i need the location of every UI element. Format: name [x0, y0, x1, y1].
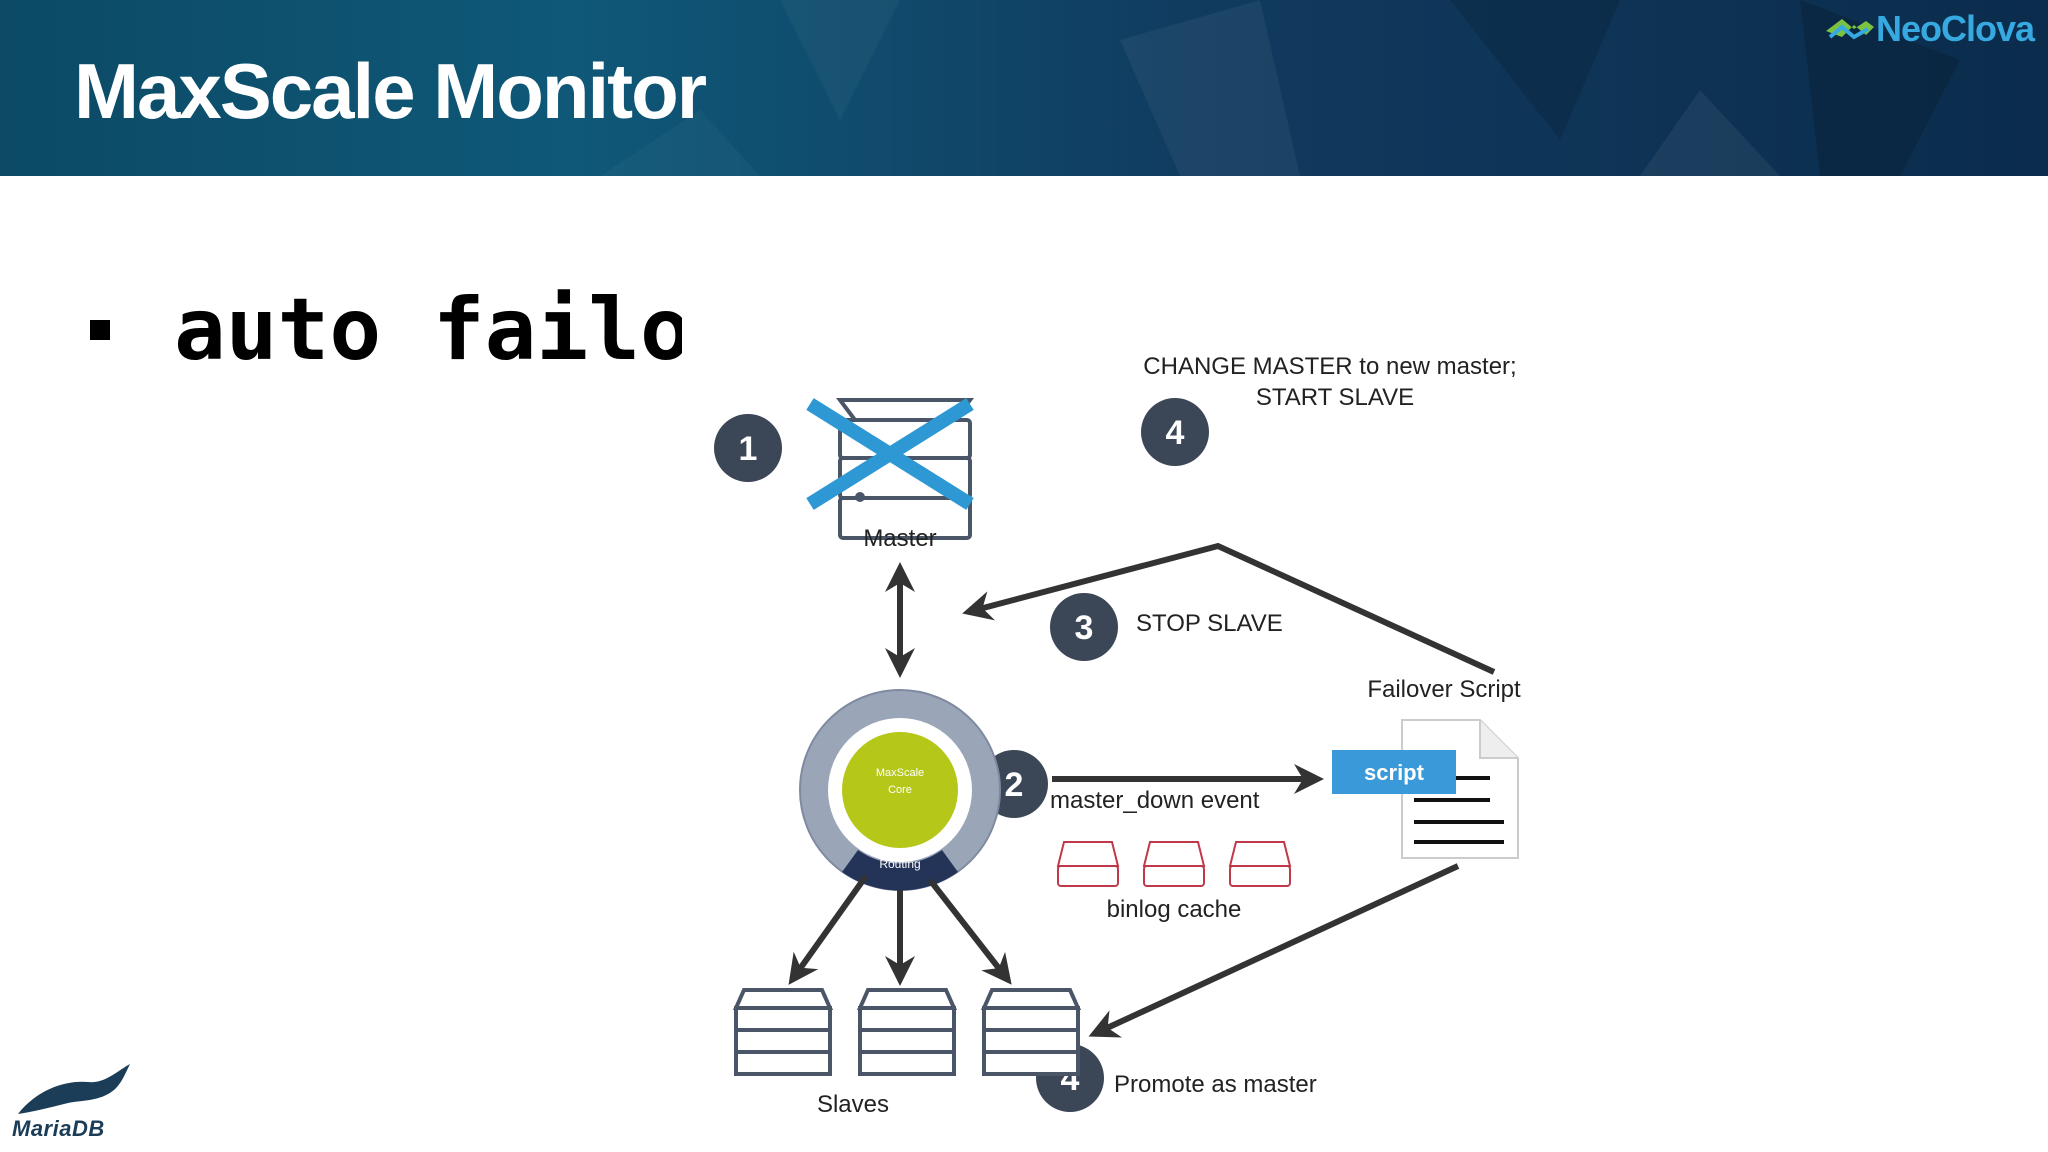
- slave-server-icon: [856, 988, 958, 1076]
- step-3-number: 3: [1075, 609, 1094, 647]
- promote-as-master-label: Promote as master: [1114, 1071, 1317, 1098]
- mariadb-logo: MariaDB: [8, 1058, 138, 1141]
- script-tag: script: [1332, 750, 1456, 794]
- maxscale-ring: MaxScale Core Routing: [799, 689, 1001, 891]
- neoclova-logo: NeoClova: [1824, 8, 2035, 50]
- mariadb-seal-icon: [18, 1064, 130, 1114]
- master-down-event-label: master_down event: [1050, 787, 1260, 814]
- promote-arrow: [1088, 863, 1460, 1038]
- slide-title: MaxScale Monitor: [74, 47, 707, 135]
- binlog-server-icon: [1228, 841, 1292, 887]
- failover-script-label: Failover Script: [1367, 676, 1521, 703]
- step-4-top-badge: 4: [1141, 398, 1209, 466]
- step-2-number: 2: [1005, 766, 1024, 804]
- binlog-cache-label: binlog cache: [1107, 896, 1242, 923]
- neoclova-logo-text: NeoClova: [1875, 8, 2035, 49]
- binlog-cache-icons: [1056, 841, 1292, 887]
- stop-slave-label: STOP SLAVE: [1136, 610, 1283, 637]
- core-label-line2: Core: [888, 784, 912, 796]
- bullet-marker: [90, 320, 110, 340]
- bullet-item: auto failov: [90, 280, 682, 380]
- step-4-top-number: 4: [1166, 414, 1185, 452]
- header-banner: MaxScale Monitor NeoClova: [0, 0, 2048, 176]
- stop-slave-arrow: [962, 542, 1496, 675]
- step-1-number: 1: [739, 430, 758, 468]
- slave-server-icon: [980, 988, 1082, 1076]
- binlog-server-icon: [1056, 841, 1120, 887]
- master-failed-cross-icon: [806, 398, 974, 510]
- core-slave-1-arrow: [788, 874, 869, 985]
- neoclova-mark-icon: [1825, 19, 1874, 40]
- header-background-pattern: [780, 0, 1960, 176]
- bullet-text: auto failov: [174, 280, 682, 380]
- step-1-badge: 1: [714, 414, 782, 482]
- core-label-line1: MaxScale: [876, 767, 924, 779]
- slaves-label: Slaves: [817, 1091, 889, 1118]
- script-tag-label: script: [1364, 760, 1425, 785]
- core-slave-3-arrow: [927, 878, 1012, 985]
- routing-segment-label: Routing: [879, 857, 920, 871]
- binlog-server-icon: [1142, 841, 1206, 887]
- maxscale-core: [842, 732, 958, 848]
- slave-server-icon: [732, 988, 834, 1076]
- mariadb-logo-text: MariaDB: [12, 1116, 105, 1141]
- start-slave-label-text: START SLAVE: [1256, 384, 1414, 411]
- change-master-label: CHANGE MASTER to new master;: [1143, 353, 1516, 380]
- master-label: Master: [863, 525, 936, 552]
- step-3-badge: 3: [1050, 593, 1118, 661]
